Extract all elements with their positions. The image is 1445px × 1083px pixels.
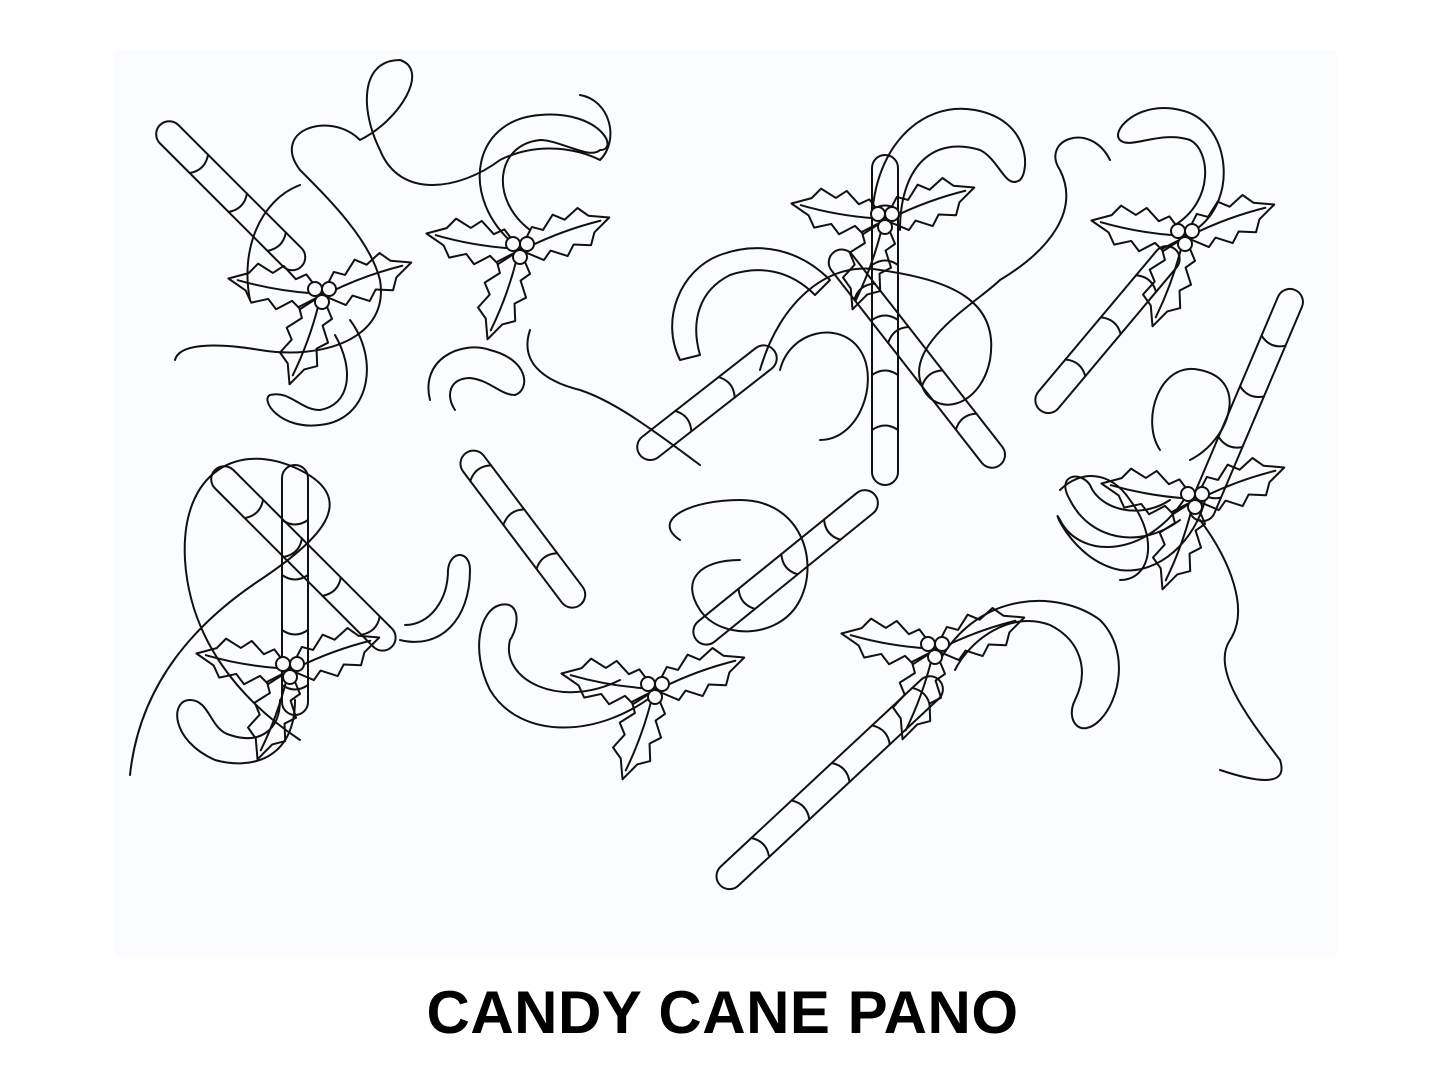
meander-line bbox=[130, 60, 1282, 780]
holly-cluster bbox=[1098, 447, 1292, 597]
candy-cane bbox=[206, 461, 401, 656]
candy-cane bbox=[455, 445, 590, 612]
cane-hook bbox=[672, 248, 830, 360]
holly-cluster bbox=[193, 617, 387, 767]
candy-cane bbox=[711, 671, 948, 895]
candy-cane bbox=[872, 155, 898, 485]
cane-hook bbox=[940, 601, 1119, 728]
candy-cane bbox=[688, 485, 883, 650]
candy-cane bbox=[1030, 241, 1185, 419]
cane-hook bbox=[1118, 108, 1224, 230]
candy-cane bbox=[151, 116, 311, 276]
cane-hook bbox=[479, 604, 660, 727]
candy-cane bbox=[824, 244, 1011, 473]
holly-cluster bbox=[1088, 184, 1282, 334]
holly-cluster bbox=[788, 167, 982, 317]
cane-hook bbox=[1065, 477, 1180, 538]
cane-hook bbox=[480, 115, 608, 245]
holly-cluster bbox=[225, 242, 419, 392]
holly-cluster bbox=[558, 637, 752, 787]
candy-cane bbox=[632, 340, 782, 465]
cane-hook bbox=[400, 555, 470, 642]
pattern-panel bbox=[115, 50, 1337, 955]
cane-hook bbox=[177, 700, 295, 763]
cane-hook bbox=[267, 320, 366, 426]
holly-cluster bbox=[423, 197, 617, 347]
cane-hook bbox=[1058, 490, 1206, 570]
cane-hook bbox=[872, 109, 1025, 230]
holly-cluster bbox=[838, 597, 1032, 747]
pattern-title: CANDY CANE PANO bbox=[426, 979, 1019, 1046]
cane-hook bbox=[428, 347, 524, 410]
candy-canes-group bbox=[151, 116, 1307, 895]
holly-group bbox=[193, 167, 1292, 787]
